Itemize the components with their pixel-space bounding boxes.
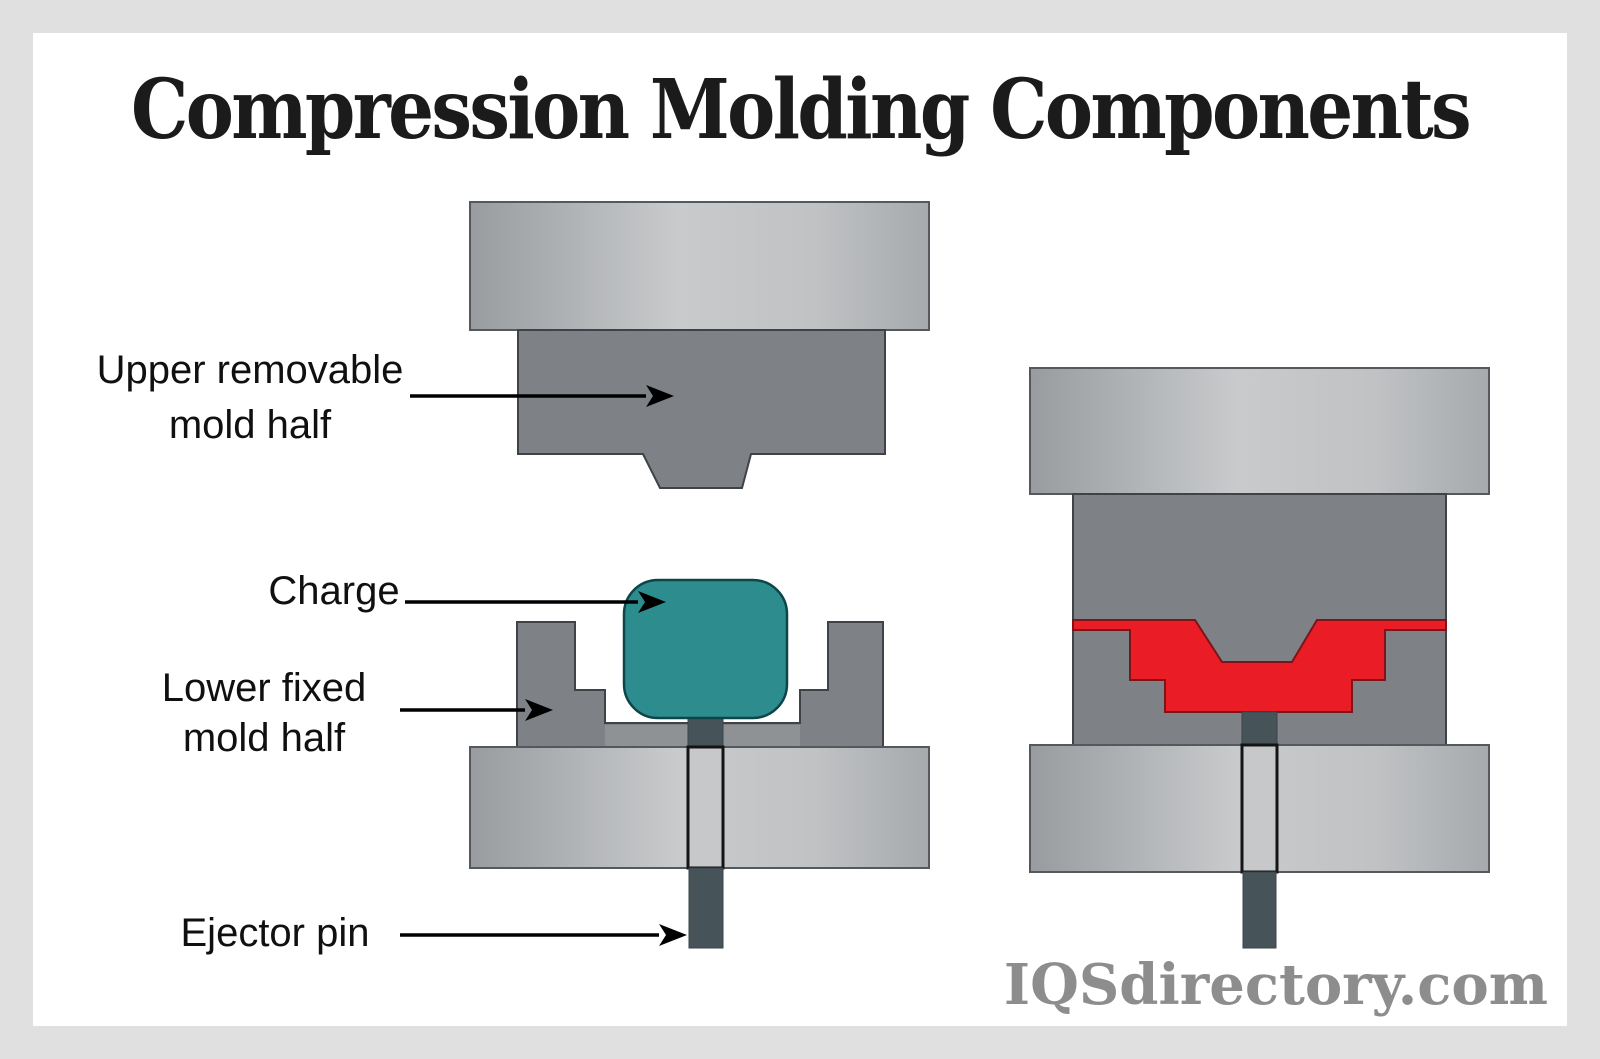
upper-mold-label-line2: mold half [169, 403, 332, 447]
ejector-pin-top-right-view [1241, 711, 1278, 746]
upper-press-plate-right [1029, 367, 1490, 495]
ejector-pin-right-view [1242, 871, 1277, 949]
upper-removable-mold-half [517, 329, 886, 489]
molded-part-with-flash [1072, 619, 1447, 713]
watermark: IQSdirectory.com [1003, 952, 1548, 1018]
upper-press-plate-left [469, 201, 930, 331]
open-mold-view [469, 201, 930, 949]
charge-label: Charge [268, 569, 399, 613]
page-title: Compression Molding Components [130, 62, 1472, 158]
lower-mold-label-line2: mold half [183, 716, 346, 760]
callout-labels: Upper removable mold half Charge Lower f… [97, 348, 687, 955]
ejector-pin-sleeve-right-view [1240, 743, 1279, 874]
upper-mold-label-line1: Upper removable [97, 348, 404, 392]
closed-mold-view [1029, 367, 1490, 949]
lower-mold-label-line1: Lower fixed [162, 666, 367, 710]
charge-material [622, 578, 789, 720]
ejector-pin-left-view [688, 867, 724, 949]
ejector-pin-label: Ejector pin [181, 911, 370, 955]
ejector-pin-sleeve-left-view [686, 745, 725, 870]
